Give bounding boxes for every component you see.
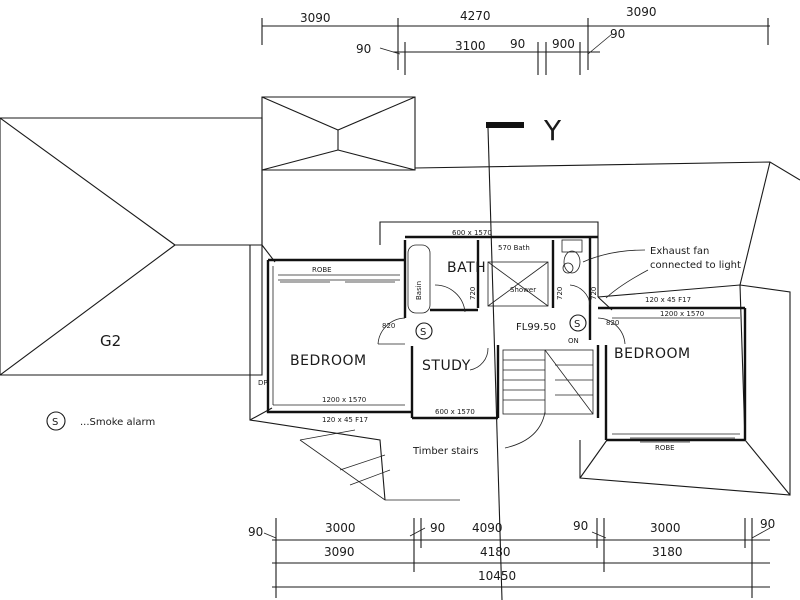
label-window-study: 600 x 1570 xyxy=(435,408,475,416)
label-on: ON xyxy=(568,337,579,345)
top-dim-4: 90 xyxy=(356,42,371,56)
bottom-dim-3: 90 xyxy=(430,521,445,535)
top-dim-6: 90 xyxy=(510,37,525,51)
top-dim-7: 900 xyxy=(552,37,575,51)
label-bath-small-window: 570 Bath xyxy=(498,244,530,252)
room-label-bedroom-right: BEDROOM xyxy=(614,346,691,362)
bottom-dim-8: 3090 xyxy=(324,545,355,559)
legend-text: ...Smoke alarm xyxy=(80,417,155,428)
label-door-820-right: 820 xyxy=(606,319,619,327)
note-exhaust-line2: connected to light xyxy=(650,260,741,271)
timber-stairs-graphic xyxy=(502,349,594,415)
label-dp: DP xyxy=(258,379,268,387)
top-dim-1: 3090 xyxy=(300,11,331,25)
label-window-right-top: 120 x 45 F17 xyxy=(645,296,691,304)
legend-symbol: S xyxy=(52,417,58,428)
room-label-bath: BATH xyxy=(447,260,486,276)
label-door-820-left: 820 xyxy=(382,322,395,330)
label-door-720-a: 720 xyxy=(469,287,477,300)
bottom-dim-4: 4090 xyxy=(472,521,503,535)
bottom-dim-9: 4180 xyxy=(480,545,511,559)
label-door-720-b: 720 xyxy=(556,287,564,300)
bottom-dim-5: 90 xyxy=(573,519,588,533)
top-dim-3: 3090 xyxy=(626,5,657,19)
label-floor-level: FL99.50 xyxy=(516,322,556,333)
bottom-dim-total: 10450 xyxy=(478,569,516,583)
room-label-bedroom-left: BEDROOM xyxy=(290,353,367,369)
label-basin: Basin xyxy=(415,281,423,300)
bottom-dim-10: 3180 xyxy=(652,545,683,559)
bottom-dim-1: 90 xyxy=(248,525,263,539)
bath-fixtures xyxy=(407,239,591,314)
walls xyxy=(266,235,747,442)
label-window-right-main: 1200 x 1570 xyxy=(660,310,704,318)
bottom-dim-6: 3000 xyxy=(650,521,681,535)
robes xyxy=(278,274,735,443)
bottom-dim-7: 90 xyxy=(760,517,775,531)
label-bath-window: 600 x 1570 xyxy=(452,229,492,237)
label-door-720-c: 720 xyxy=(590,287,598,300)
smoke-alarm-left: S xyxy=(420,327,426,338)
label-window-left-bottom2: 120 x 45 F17 xyxy=(322,416,368,424)
smoke-alarm-right: S xyxy=(574,319,580,330)
legend: S ...Smoke alarm xyxy=(46,411,155,431)
bottom-dim-2: 3000 xyxy=(325,521,356,535)
top-dimensions: 3090 4270 3090 90 3100 90 900 90 xyxy=(261,5,770,75)
roof-label-g2: G2 xyxy=(100,332,121,350)
smoke-alarm-symbols: S S xyxy=(415,314,587,340)
annotations: Exhaust fan connected to light Timber st… xyxy=(412,246,741,457)
top-dim-2: 4270 xyxy=(460,9,491,23)
label-shower: Shower xyxy=(510,286,536,294)
doors xyxy=(377,317,626,371)
label-robe-left: ROBE xyxy=(312,266,332,274)
room-label-study: STUDY xyxy=(422,358,471,374)
note-exhaust-line1: Exhaust fan xyxy=(650,246,709,257)
bottom-dimensions: 90 3000 90 4090 90 3000 90 3090 4180 318… xyxy=(248,517,775,598)
small-labels: ROBE ROBE 600 x 1570 570 Bath Basin Show… xyxy=(258,229,704,452)
axis-label: Y xyxy=(543,114,562,147)
label-robe-right: ROBE xyxy=(655,444,675,452)
label-window-left-bottom: 1200 x 1570 xyxy=(322,396,366,404)
top-dim-5: 3100 xyxy=(455,39,486,53)
y-axis-marker: Y xyxy=(486,114,562,600)
roof-outline xyxy=(0,96,800,501)
top-dim-8: 90 xyxy=(610,27,625,41)
note-timber-stairs: Timber stairs xyxy=(412,446,478,457)
